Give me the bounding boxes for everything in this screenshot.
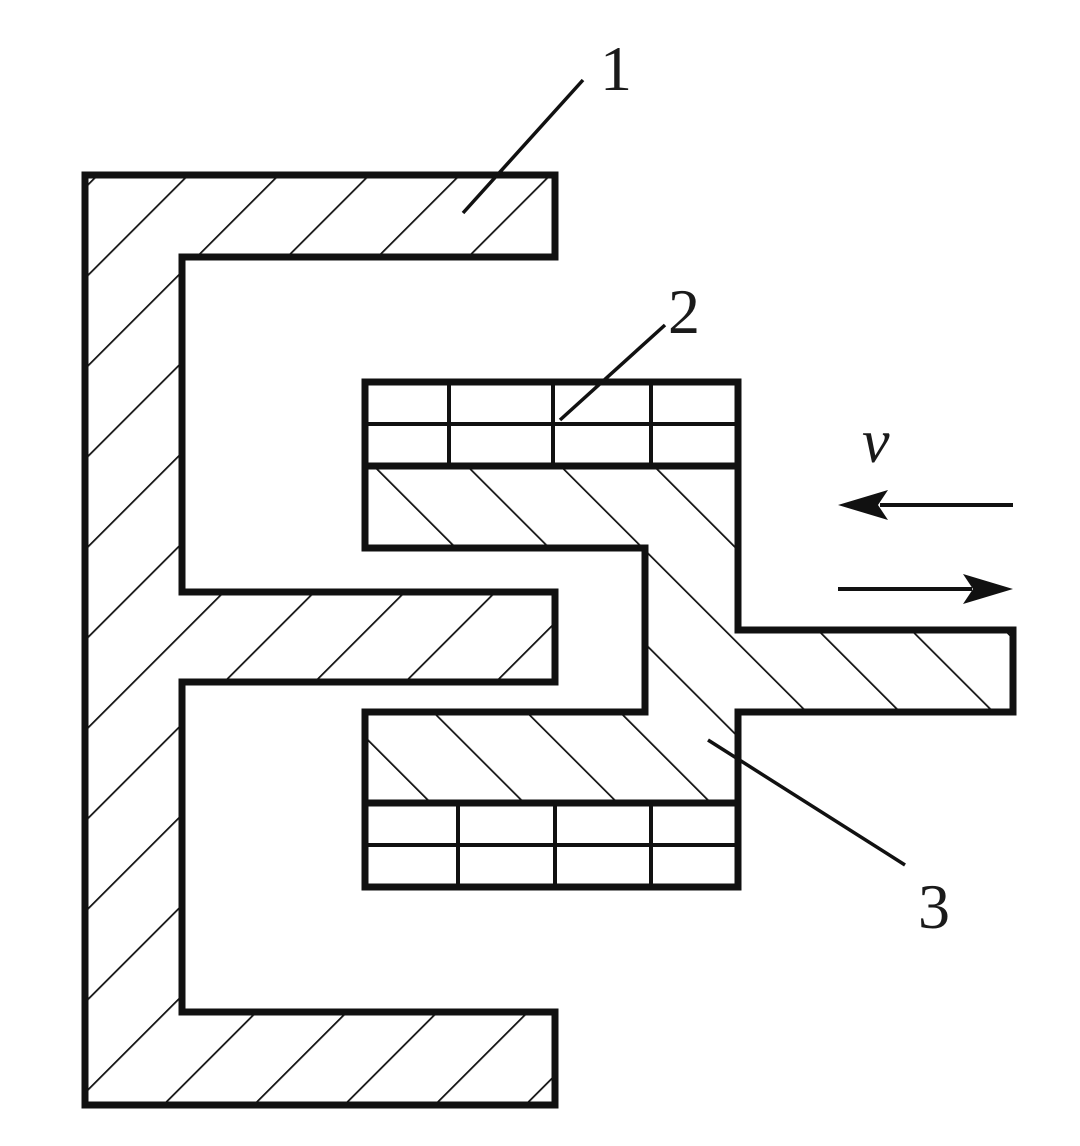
label-part-1: 1 bbox=[600, 33, 632, 104]
moving-armature bbox=[361, 462, 1017, 807]
e-frame-core bbox=[81, 171, 559, 1109]
upper-coil bbox=[361, 378, 742, 470]
arrow-right-icon bbox=[838, 574, 1013, 604]
lower-coil bbox=[361, 799, 742, 891]
label-part-2: 2 bbox=[668, 276, 700, 347]
leader-line-3 bbox=[707, 738, 906, 867]
label-velocity: v bbox=[862, 408, 890, 476]
arrow-left-icon bbox=[838, 490, 1013, 520]
leader-line-2 bbox=[558, 323, 667, 422]
label-part-3: 3 bbox=[918, 871, 950, 942]
leader-line-1 bbox=[461, 78, 585, 215]
